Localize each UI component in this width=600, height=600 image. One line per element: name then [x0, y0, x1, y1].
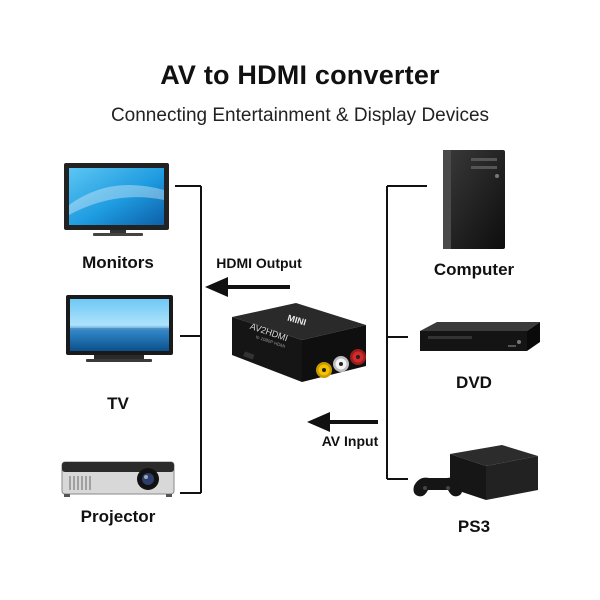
hdmi-output-label: HDMI Output [216, 255, 302, 271]
converter-box [232, 303, 366, 382]
av-input-arrow [307, 412, 378, 432]
diagram-subtitle: Connecting Entertainment & Display Devic… [110, 105, 490, 126]
output-label-projector: Projector [80, 507, 156, 526]
input-bracket-lines [386, 185, 427, 480]
projector-icon [61, 461, 175, 497]
output-bracket-lines [175, 185, 202, 494]
rca-jack-yellow [316, 362, 332, 378]
diagram-title: AV to HDMI converter [160, 60, 440, 90]
rca-jack-red [350, 349, 366, 365]
computer-tower-icon [443, 150, 505, 249]
rca-jack-white [333, 356, 349, 372]
input-label-ps3: PS3 [457, 517, 491, 536]
monitor-icon [64, 163, 169, 236]
output-label-monitors: Monitors [82, 253, 154, 272]
input-label-computer: Computer [433, 260, 515, 279]
ps3-console-icon [413, 445, 538, 500]
tv-icon [66, 295, 173, 362]
hdmi-output-arrow [205, 277, 290, 297]
input-label-dvd: DVD [456, 373, 492, 392]
dvd-player-icon [420, 322, 540, 351]
output-label-tv: TV [107, 394, 129, 413]
av-input-label: AV Input [322, 433, 379, 449]
